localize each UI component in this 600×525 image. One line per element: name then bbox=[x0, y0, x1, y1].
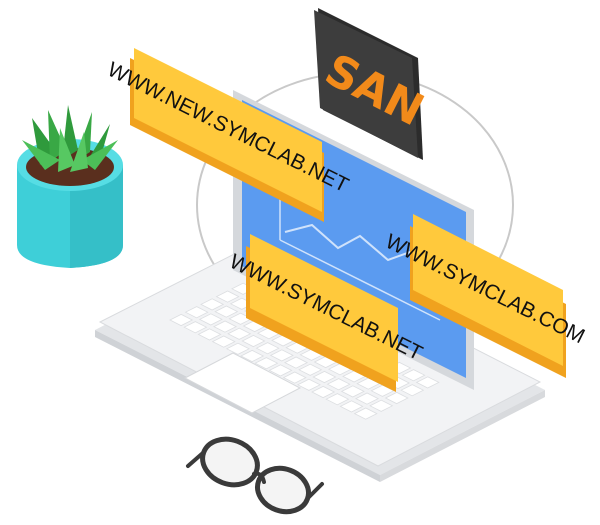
keyboard-key bbox=[227, 327, 252, 340]
keyboard-key bbox=[312, 370, 337, 384]
glasses-temple-left bbox=[186, 450, 206, 468]
keyboard-key bbox=[325, 393, 350, 406]
keyboard-key bbox=[400, 384, 425, 397]
keyboard-key bbox=[269, 349, 294, 362]
keyboard-key bbox=[268, 364, 293, 377]
keyboard-key bbox=[384, 391, 409, 405]
glasses-bridge bbox=[252, 471, 266, 484]
keyboard-key bbox=[200, 298, 225, 311]
glasses bbox=[186, 436, 324, 515]
keyboard-key bbox=[169, 313, 194, 327]
keyboard-key bbox=[284, 356, 309, 369]
screen-chart-baseline bbox=[279, 239, 441, 321]
san-badge: SAN bbox=[314, 8, 432, 160]
glasses-lens-left bbox=[200, 436, 260, 488]
keyboard-key bbox=[401, 369, 426, 382]
keyboard-key bbox=[240, 349, 265, 363]
keyboard-key bbox=[298, 363, 323, 376]
card-3-face bbox=[413, 214, 563, 366]
keyboard-key bbox=[355, 392, 380, 405]
laptop-base-edge-right bbox=[380, 390, 545, 482]
keyboard-key bbox=[353, 407, 378, 420]
keyboard-key bbox=[197, 328, 222, 341]
keyboard-key bbox=[255, 342, 280, 355]
keyboard-key bbox=[183, 321, 208, 334]
keyboard-key bbox=[225, 342, 250, 355]
plant-pot bbox=[17, 105, 123, 268]
san-badge-face bbox=[314, 10, 418, 158]
keyboard-key bbox=[369, 399, 394, 412]
keyboard-key bbox=[213, 320, 238, 333]
plant-leaves bbox=[22, 105, 118, 172]
keyboard-key bbox=[198, 313, 223, 326]
keyboard-key bbox=[311, 385, 336, 399]
keyboard-key bbox=[415, 376, 440, 389]
keyboard-key bbox=[326, 378, 351, 391]
pot-side-shade bbox=[70, 165, 123, 268]
keyboard-key bbox=[211, 335, 236, 348]
keyboard-key bbox=[214, 305, 239, 318]
keyboard-key bbox=[339, 400, 364, 413]
keyboard-key bbox=[282, 371, 307, 384]
keyboard-key bbox=[296, 378, 321, 391]
touchpad bbox=[183, 352, 302, 414]
keyboard-key bbox=[340, 385, 365, 398]
glasses-lens-right bbox=[255, 465, 311, 515]
card-2-face bbox=[250, 234, 398, 382]
card-1-face bbox=[134, 48, 322, 212]
keyboard-key bbox=[254, 357, 279, 370]
laptop-base-edge bbox=[95, 330, 380, 482]
keyboard-key bbox=[241, 334, 266, 348]
keyboard-key bbox=[184, 306, 209, 319]
keyboard-key bbox=[215, 290, 240, 303]
glasses-temple-right bbox=[306, 482, 324, 500]
